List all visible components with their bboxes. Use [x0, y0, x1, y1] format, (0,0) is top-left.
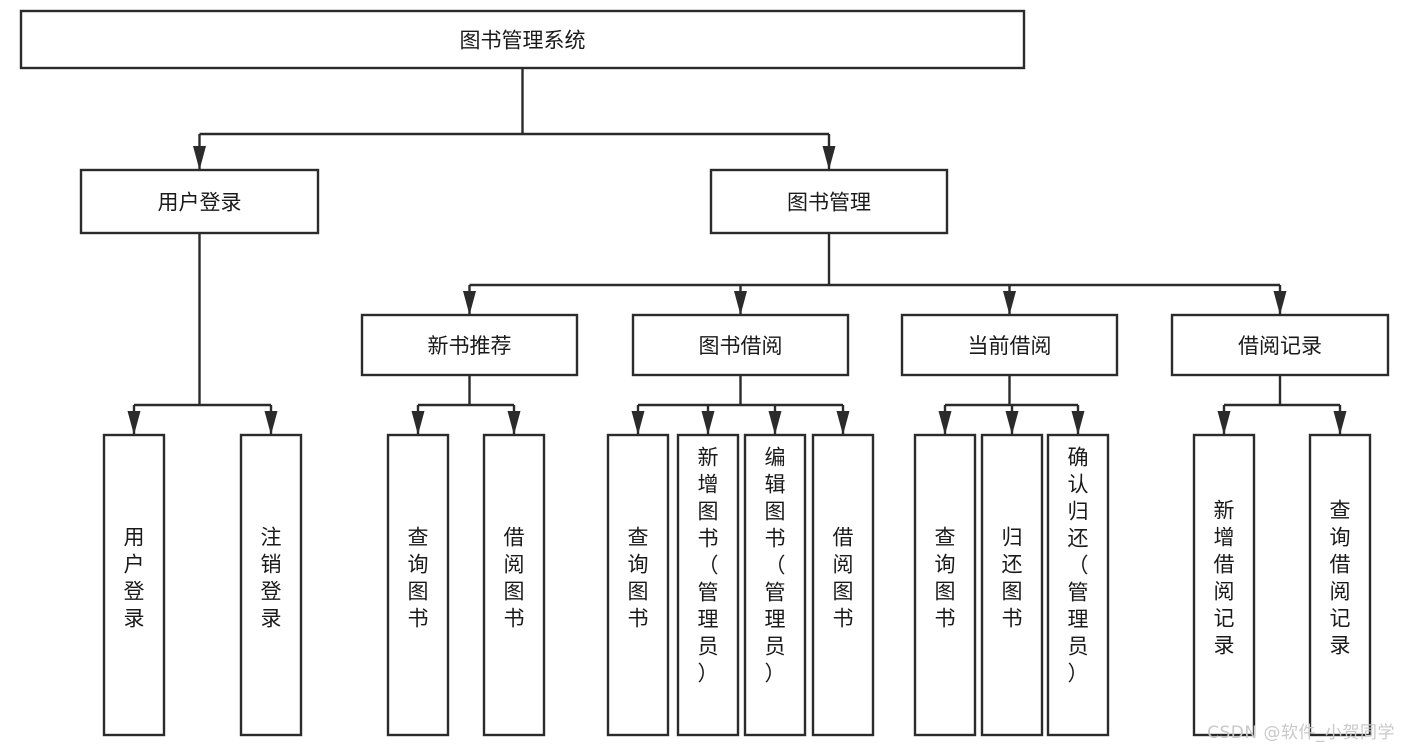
node-book-manage[interactable]: 图书管理	[709, 168, 949, 235]
node-box-book-borrow[interactable]	[631, 313, 850, 377]
node-box-book-manage[interactable]	[709, 168, 949, 235]
arrow-head-icon	[836, 411, 850, 435]
node-label-user-login: 用户登录	[158, 191, 242, 215]
arrow-head-icon	[822, 146, 836, 170]
node-label-leaf-user-login: 用户登录	[124, 526, 145, 631]
node-label-leaf-query-book-2: 查询图书	[628, 526, 649, 631]
node-leaf-borrow-book-1[interactable]: 借阅图书	[482, 433, 546, 737]
node-box-user-login[interactable]	[79, 168, 320, 235]
arrow-head-icon	[1005, 411, 1019, 435]
arrow-head-icon	[1273, 291, 1287, 315]
node-label-leaf-return-book: 归还图书	[1002, 526, 1023, 631]
node-label-new-book-recommend: 新书推荐	[428, 334, 512, 358]
node-label-root: 图书管理系统	[460, 29, 586, 53]
node-leaf-query-book-1[interactable]: 查询图书	[386, 433, 450, 737]
node-label-leaf-borrow-book-1: 借阅图书	[504, 526, 525, 631]
node-leaf-edit-book[interactable]: 编辑图书（管理员）	[743, 433, 807, 737]
node-label-leaf-confirm-return: 确认归还（管理员）	[1068, 446, 1089, 686]
node-box-leaf-edit-book[interactable]	[743, 433, 807, 737]
arrow-head-icon	[264, 411, 278, 435]
node-root[interactable]: 图书管理系统	[19, 9, 1026, 70]
node-leaf-add-record[interactable]: 新增借阅记录	[1192, 433, 1256, 737]
node-leaf-borrow-book-2[interactable]: 借阅图书	[811, 433, 875, 737]
node-box-leaf-confirm-return[interactable]	[1046, 433, 1110, 737]
node-box-leaf-query-book-3[interactable]	[913, 433, 977, 737]
node-boxes: 图书管理系统用户登录图书管理新书推荐图书借阅当前借阅借阅记录用户登录注销登录查询…	[19, 9, 1390, 737]
node-borrow-record[interactable]: 借阅记录	[1170, 313, 1390, 377]
node-label-book-borrow: 图书借阅	[699, 334, 783, 358]
node-label-book-manage: 图书管理	[787, 191, 871, 215]
node-book-borrow[interactable]: 图书借阅	[631, 313, 850, 377]
arrow-head-icon	[1333, 411, 1347, 435]
node-box-root[interactable]	[19, 9, 1026, 70]
node-label-borrow-record: 借阅记录	[1238, 334, 1322, 358]
node-new-book-recommend[interactable]: 新书推荐	[360, 313, 579, 377]
node-box-leaf-borrow-book-2[interactable]	[811, 433, 875, 737]
node-label-leaf-edit-book: 编辑图书（管理员）	[765, 446, 786, 686]
arrow-head-icon	[463, 291, 476, 315]
arrow-head-icon	[701, 411, 715, 435]
arrow-head-icon	[1003, 291, 1016, 315]
node-box-leaf-query-record[interactable]	[1308, 433, 1372, 737]
arrow-head-icon	[1071, 411, 1085, 435]
node-leaf-add-book[interactable]: 新增图书（管理员）	[676, 433, 740, 737]
node-box-borrow-record[interactable]	[1170, 313, 1390, 377]
node-label-leaf-query-record: 查询借阅记录	[1330, 499, 1351, 658]
node-label-leaf-query-book-1: 查询图书	[408, 526, 429, 631]
node-box-leaf-query-book-1[interactable]	[386, 433, 450, 737]
node-box-leaf-add-book[interactable]	[676, 433, 740, 737]
node-user-login[interactable]: 用户登录	[79, 168, 320, 235]
connector-edges	[127, 68, 1347, 435]
node-leaf-user-login[interactable]: 用户登录	[102, 433, 166, 737]
arrow-head-icon	[1217, 411, 1231, 435]
arrow-head-icon	[938, 411, 952, 435]
node-box-leaf-user-logout[interactable]	[239, 433, 303, 737]
node-box-leaf-user-login[interactable]	[102, 433, 166, 737]
node-label-leaf-add-book: 新增图书（管理员）	[698, 446, 719, 686]
node-label-leaf-user-logout: 注销登录	[261, 526, 282, 631]
node-box-current-borrow[interactable]	[900, 313, 1119, 377]
arrow-head-icon	[193, 146, 206, 170]
node-leaf-query-record[interactable]: 查询借阅记录	[1308, 433, 1372, 737]
node-box-leaf-return-book[interactable]	[980, 433, 1044, 737]
node-leaf-query-book-2[interactable]: 查询图书	[606, 433, 670, 737]
node-label-current-borrow: 当前借阅	[968, 334, 1052, 358]
node-leaf-user-logout[interactable]: 注销登录	[239, 433, 303, 737]
arrow-head-icon	[411, 411, 425, 435]
node-box-new-book-recommend[interactable]	[360, 313, 579, 377]
node-current-borrow[interactable]: 当前借阅	[900, 313, 1119, 377]
node-label-leaf-query-book-3: 查询图书	[935, 526, 956, 631]
node-box-leaf-add-record[interactable]	[1192, 433, 1256, 737]
node-leaf-query-book-3[interactable]: 查询图书	[913, 433, 977, 737]
node-box-leaf-query-book-2[interactable]	[606, 433, 670, 737]
node-label-leaf-add-record: 新增借阅记录	[1214, 499, 1235, 658]
arrow-head-icon	[734, 291, 747, 315]
node-leaf-confirm-return[interactable]: 确认归还（管理员）	[1046, 433, 1110, 737]
node-leaf-return-book[interactable]: 归还图书	[980, 433, 1044, 737]
arrow-head-icon	[507, 411, 521, 435]
arrow-head-icon	[127, 411, 141, 435]
arrow-head-icon	[768, 411, 782, 435]
node-label-leaf-borrow-book-2: 借阅图书	[833, 526, 854, 631]
node-box-leaf-borrow-book-1[interactable]	[482, 433, 546, 737]
arrow-head-icon	[631, 411, 645, 435]
